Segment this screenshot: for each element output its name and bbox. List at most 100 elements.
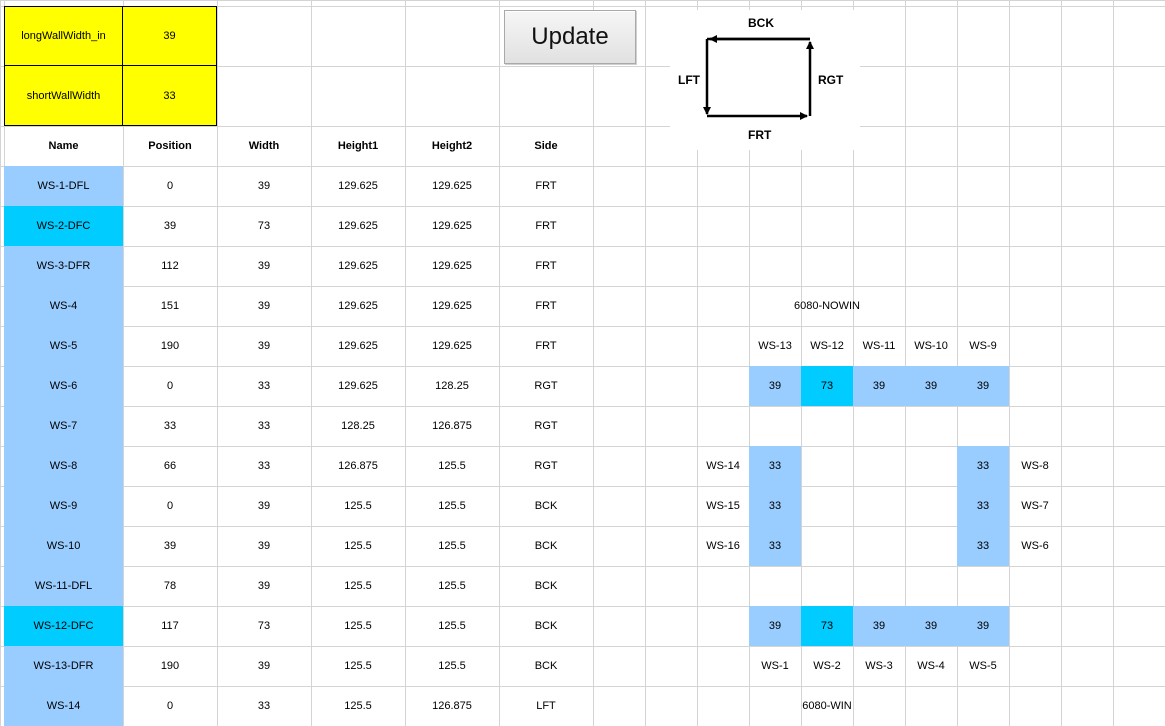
cell-height2[interactable]: 128.25 <box>435 380 469 392</box>
cell-side[interactable]: BCK <box>534 660 558 672</box>
cell-side[interactable]: RGT <box>534 460 558 472</box>
long-wall-label-cell[interactable]: longWallWidth_in <box>4 6 123 66</box>
cell-height1[interactable]: 129.625 <box>338 300 378 312</box>
map-back-name[interactable]: WS-10 <box>914 340 948 352</box>
map-right-width[interactable]: 33 <box>957 486 1009 526</box>
map-front-width[interactable]: 39 <box>957 606 1009 646</box>
cell-height1[interactable]: 125.5 <box>344 620 372 632</box>
map-back-name[interactable]: WS-11 <box>862 340 896 352</box>
cell-height2[interactable]: 125.5 <box>438 660 466 672</box>
cell-height1[interactable]: 125.5 <box>344 500 372 512</box>
cell-height2[interactable]: 129.625 <box>432 340 472 352</box>
short-wall-label-cell[interactable]: shortWallWidth <box>4 65 123 126</box>
cell-name[interactable]: WS-1-DFL <box>4 166 123 206</box>
cell-position[interactable]: 78 <box>163 580 177 592</box>
cell-height2[interactable]: 129.625 <box>432 220 472 232</box>
cell-width[interactable]: 73 <box>257 220 271 232</box>
cell-position[interactable]: 66 <box>163 460 177 472</box>
cell-position[interactable]: 0 <box>166 380 174 392</box>
map-right-name[interactable]: WS-8 <box>1021 460 1049 472</box>
map-front-name[interactable]: WS-1 <box>761 660 789 672</box>
cell-position[interactable]: 0 <box>166 700 174 712</box>
map-right-width[interactable]: 33 <box>957 526 1009 566</box>
cell-height1[interactable]: 125.5 <box>344 580 372 592</box>
cell-height1[interactable]: 126.875 <box>338 460 378 472</box>
cell-side[interactable]: BCK <box>534 620 558 632</box>
map-front-name[interactable]: WS-5 <box>969 660 997 672</box>
cell-side[interactable]: FRT <box>535 300 557 312</box>
header-height2[interactable]: Height2 <box>431 140 473 152</box>
map-front-name[interactable]: WS-2 <box>813 660 841 672</box>
cell-side[interactable]: BCK <box>534 580 558 592</box>
cell-side[interactable]: RGT <box>534 420 558 432</box>
cell-name[interactable]: WS-12-DFC <box>4 606 123 646</box>
map-left-width[interactable]: 33 <box>749 446 801 486</box>
cell-width[interactable]: 33 <box>257 460 271 472</box>
map-back-name[interactable]: WS-9 <box>969 340 997 352</box>
cell-width[interactable]: 33 <box>257 380 271 392</box>
cell-name[interactable]: WS-7 <box>4 406 123 446</box>
map-back-name[interactable]: WS-13 <box>758 340 792 352</box>
cell-position[interactable]: 0 <box>166 180 174 192</box>
cell-name[interactable]: WS-6 <box>4 366 123 406</box>
cell-width[interactable]: 39 <box>257 300 271 312</box>
cell-height2[interactable]: 126.875 <box>432 420 472 432</box>
cell-name[interactable]: WS-3-DFR <box>4 246 123 286</box>
cell-position[interactable]: 190 <box>160 660 180 672</box>
map-right-name[interactable]: WS-7 <box>1021 500 1049 512</box>
cell-width[interactable]: 39 <box>257 580 271 592</box>
cell-width[interactable]: 39 <box>257 340 271 352</box>
cell-height1[interactable]: 129.625 <box>338 380 378 392</box>
back-door-label[interactable]: 6080-NOWIN <box>793 300 861 312</box>
cell-name[interactable]: WS-8 <box>4 446 123 486</box>
cell-side[interactable]: FRT <box>535 260 557 272</box>
cell-height2[interactable]: 129.625 <box>432 260 472 272</box>
cell-side[interactable]: BCK <box>534 540 558 552</box>
cell-side[interactable]: RGT <box>534 380 558 392</box>
cell-width[interactable]: 73 <box>257 620 271 632</box>
cell-name[interactable]: WS-10 <box>4 526 123 566</box>
cell-name[interactable]: WS-14 <box>4 686 123 726</box>
cell-height2[interactable]: 129.625 <box>432 180 472 192</box>
cell-width[interactable]: 39 <box>257 180 271 192</box>
cell-height2[interactable]: 125.5 <box>438 460 466 472</box>
cell-side[interactable]: LFT <box>536 700 556 712</box>
cell-side[interactable]: FRT <box>535 220 557 232</box>
map-right-name[interactable]: WS-6 <box>1021 540 1049 552</box>
cell-position[interactable]: 190 <box>160 340 180 352</box>
cell-height1[interactable]: 125.5 <box>344 540 372 552</box>
map-back-width[interactable]: 73 <box>801 366 853 406</box>
map-left-width[interactable]: 33 <box>749 526 801 566</box>
map-back-name[interactable]: WS-12 <box>810 340 844 352</box>
header-side[interactable]: Side <box>534 140 558 152</box>
map-back-width[interactable]: 39 <box>853 366 905 406</box>
cell-name[interactable]: WS-13-DFR <box>4 646 123 686</box>
cell-side[interactable]: FRT <box>535 340 557 352</box>
long-wall-value-cell[interactable]: 39 <box>122 6 217 66</box>
cell-height2[interactable]: 125.5 <box>438 540 466 552</box>
cell-height2[interactable]: 125.5 <box>438 500 466 512</box>
map-front-width[interactable]: 39 <box>853 606 905 646</box>
map-right-width[interactable]: 33 <box>957 446 1009 486</box>
map-front-width[interactable]: 73 <box>801 606 853 646</box>
cell-height1[interactable]: 125.5 <box>344 700 372 712</box>
short-wall-value-cell[interactable]: 33 <box>122 65 217 126</box>
header-position[interactable]: Position <box>148 140 192 152</box>
cell-height1[interactable]: 128.25 <box>341 420 375 432</box>
cell-position[interactable]: 117 <box>161 620 179 632</box>
cell-height2[interactable]: 126.875 <box>432 700 472 712</box>
map-left-width[interactable]: 33 <box>749 486 801 526</box>
cell-side[interactable]: FRT <box>535 180 557 192</box>
cell-position[interactable]: 33 <box>163 420 177 432</box>
cell-width[interactable]: 39 <box>257 540 271 552</box>
header-height1[interactable]: Height1 <box>337 140 379 152</box>
map-back-width[interactable]: 39 <box>905 366 957 406</box>
cell-width[interactable]: 39 <box>257 660 271 672</box>
cell-height1[interactable]: 125.5 <box>344 660 372 672</box>
cell-height1[interactable]: 129.625 <box>338 220 378 232</box>
map-front-width[interactable]: 39 <box>905 606 957 646</box>
cell-height1[interactable]: 129.625 <box>338 180 378 192</box>
cell-width[interactable]: 33 <box>257 700 271 712</box>
map-back-width[interactable]: 39 <box>749 366 801 406</box>
